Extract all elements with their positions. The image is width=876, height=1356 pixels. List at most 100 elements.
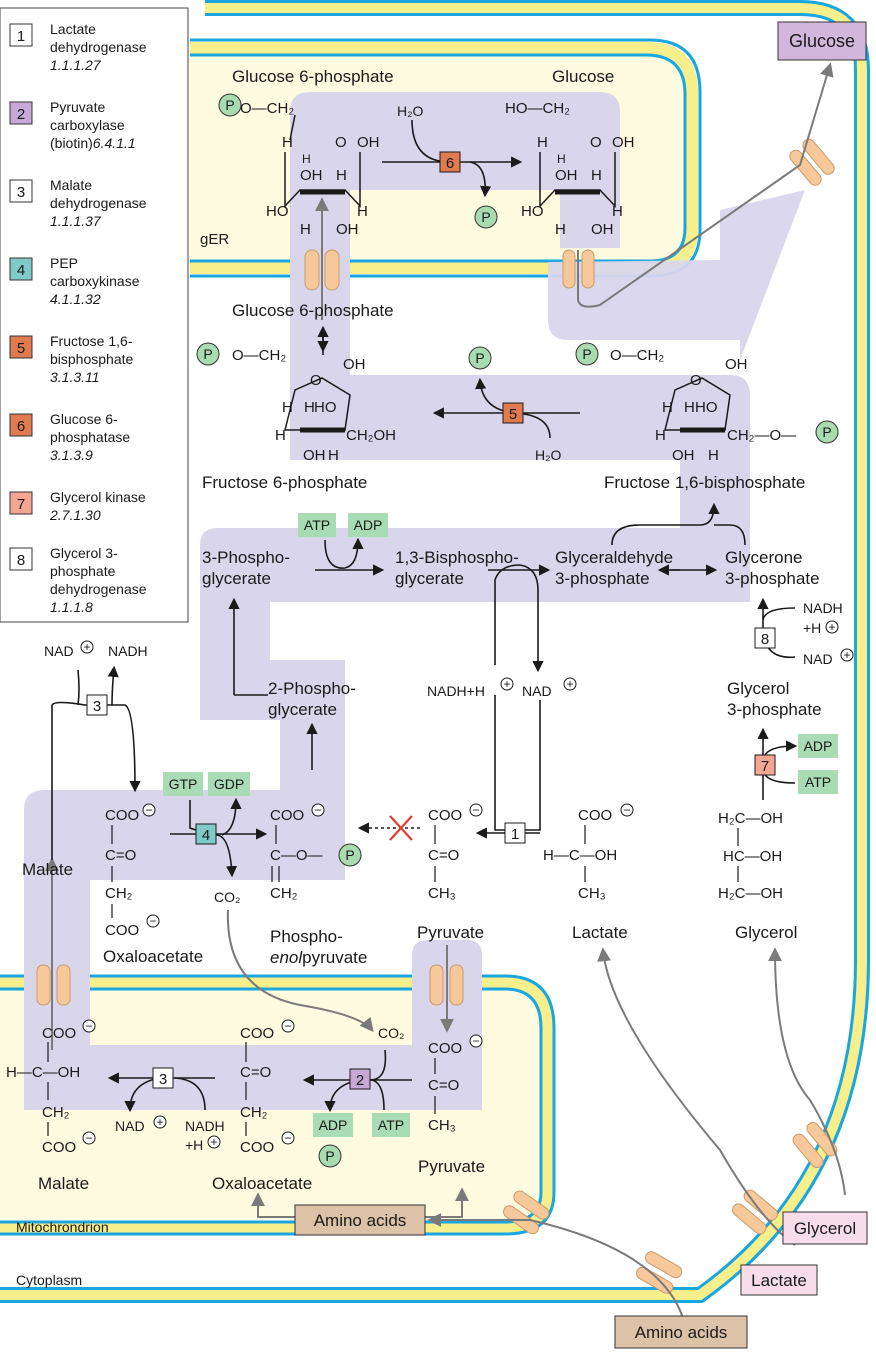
- svg-text:HO: HO: [521, 203, 544, 220]
- legend-ec-number: 3.1.3.11: [50, 369, 100, 385]
- co2-mito-label: CO₂: [378, 1025, 404, 1041]
- gdp-badge: GDP: [208, 772, 250, 796]
- blocked-reaction-icon: [389, 815, 413, 841]
- svg-text:P: P: [345, 847, 354, 863]
- legend-name-line: Malate: [50, 177, 92, 193]
- svg-text:C=O: C=O: [428, 847, 459, 864]
- gtp-badge: GTP: [163, 772, 203, 796]
- h-plus-label-g3pdh: +H: [803, 620, 821, 636]
- enzyme-box-1: 1: [504, 822, 526, 844]
- fructose-16-bisphosphate-label: Fructose 1,6-bisphosphate: [604, 473, 805, 492]
- svg-text:+: +: [828, 620, 835, 634]
- water-label: H₂O: [535, 447, 562, 463]
- svg-text:P: P: [481, 209, 490, 225]
- svg-text:CH₂: CH₂: [42, 1104, 70, 1121]
- co2-cyto-label: CO₂: [214, 889, 240, 905]
- svg-text:Amino acids: Amino acids: [314, 1211, 407, 1230]
- 2-phosphoglycerate-label-2: glycerate: [268, 700, 337, 719]
- svg-text:−: −: [85, 1131, 92, 1145]
- svg-text:H: H: [357, 203, 368, 220]
- plus-charge-icon: +: [80, 640, 94, 654]
- adp-badge: ADP: [313, 1113, 353, 1137]
- legend-number: 7: [17, 496, 25, 513]
- legend-swatch: [9, 491, 33, 515]
- legend-name-line: PEP: [50, 255, 78, 271]
- svg-text:H: H: [282, 399, 293, 416]
- svg-text:H: H: [684, 399, 695, 416]
- svg-text:2: 2: [356, 1072, 364, 1089]
- glycerol-cyto-label: Glycerol: [735, 923, 797, 942]
- minus-charge-icon: −: [281, 1131, 295, 1145]
- legend-name-line: carboxykinase: [50, 273, 140, 289]
- legend-swatch: [9, 101, 33, 125]
- enzyme-box-6: 6: [439, 151, 461, 173]
- minus-charge-icon: −: [469, 803, 483, 817]
- svg-text:HO: HO: [695, 399, 718, 416]
- svg-text:+: +: [156, 1115, 163, 1129]
- phosphate-icon: P: [474, 205, 498, 229]
- er-label: gER: [200, 231, 229, 248]
- svg-text:H—C—OH: H—C—OH: [543, 847, 617, 864]
- svg-text:Glucose: Glucose: [789, 31, 855, 51]
- phosphate-icon: P: [338, 843, 362, 867]
- svg-text:H: H: [302, 152, 311, 166]
- svg-text:H₂C—OH: H₂C—OH: [718, 885, 783, 902]
- phosphate-icon: P: [318, 1144, 342, 1168]
- svg-text:−: −: [623, 803, 630, 817]
- svg-text:H: H: [708, 447, 719, 464]
- svg-text:P: P: [225, 97, 234, 113]
- phosphate-icon: P: [575, 342, 599, 366]
- svg-text:H: H: [300, 221, 311, 238]
- svg-text:ATP: ATP: [304, 517, 330, 533]
- svg-text:HO: HO: [314, 399, 337, 416]
- svg-text:OH: OH: [591, 221, 614, 238]
- legend-ec-number: 4.1.1.32: [50, 291, 101, 307]
- legend-name-line: bisphosphate: [50, 351, 134, 367]
- nad-mito-label: NAD: [115, 1118, 145, 1134]
- svg-text:5: 5: [509, 406, 517, 423]
- svg-text:ADP: ADP: [804, 738, 833, 754]
- svg-text:O: O: [335, 134, 347, 151]
- svg-text:H: H: [275, 427, 286, 444]
- svg-text:ADP: ADP: [319, 1117, 348, 1133]
- svg-text:COO: COO: [105, 807, 139, 824]
- transport-arrows: [45, 62, 846, 1319]
- f6p-ring-structure: O—CH₂ O OH H H HO H CH₂OH OH H: [232, 347, 396, 464]
- svg-text:H: H: [537, 134, 548, 151]
- pep-structure: COO C—O— CH₂: [270, 807, 323, 902]
- cell-membrane: [0, 0, 870, 1303]
- svg-text:P: P: [203, 346, 212, 362]
- g6p-ring-structure: O—CH₂ O OH H H OH H HO H H OH: [240, 100, 380, 238]
- legend-number: 8: [17, 552, 25, 569]
- minus-charge-icon: −: [146, 914, 160, 928]
- legend-name-line: dehydrogenase: [50, 195, 147, 211]
- svg-text:OH: OH: [336, 221, 359, 238]
- legend-swatch: [9, 335, 33, 359]
- cytoplasm-label: Cytoplasm: [16, 1272, 82, 1288]
- svg-text:H: H: [655, 427, 666, 444]
- amino-acids-out-box: Amino acids: [614, 1315, 748, 1349]
- oxaloacetate-cyto-label: Oxaloacetate: [103, 947, 203, 966]
- svg-text:C—O—: C—O—: [270, 847, 323, 864]
- glucose-er-label: Glucose: [552, 67, 614, 86]
- pep-label-1: Phospho-: [270, 927, 343, 946]
- svg-text:OH: OH: [672, 447, 695, 464]
- adp-badge: ADP: [348, 513, 388, 537]
- svg-text:CH₃: CH₃: [428, 885, 456, 902]
- legend-name-line: dehydrogenase: [50, 39, 147, 55]
- svg-text:ADP: ADP: [354, 517, 383, 533]
- glycerol-box: Glycerol: [782, 1211, 868, 1245]
- enzyme-box-2: 2: [349, 1068, 371, 1090]
- glucose-ring-structure: HO—CH₂ O OH H H OH H HO H H OH: [505, 100, 635, 238]
- legend-ec-number: 3.1.3.9: [50, 447, 93, 463]
- adp-badge: ADP: [798, 734, 838, 758]
- legend-name-line: Pyruvate: [50, 99, 105, 115]
- svg-text:Lactate: Lactate: [751, 1271, 807, 1290]
- svg-text:CH₃: CH₃: [578, 885, 606, 902]
- svg-text:OH: OH: [343, 356, 366, 373]
- atp-badge: ATP: [298, 513, 336, 537]
